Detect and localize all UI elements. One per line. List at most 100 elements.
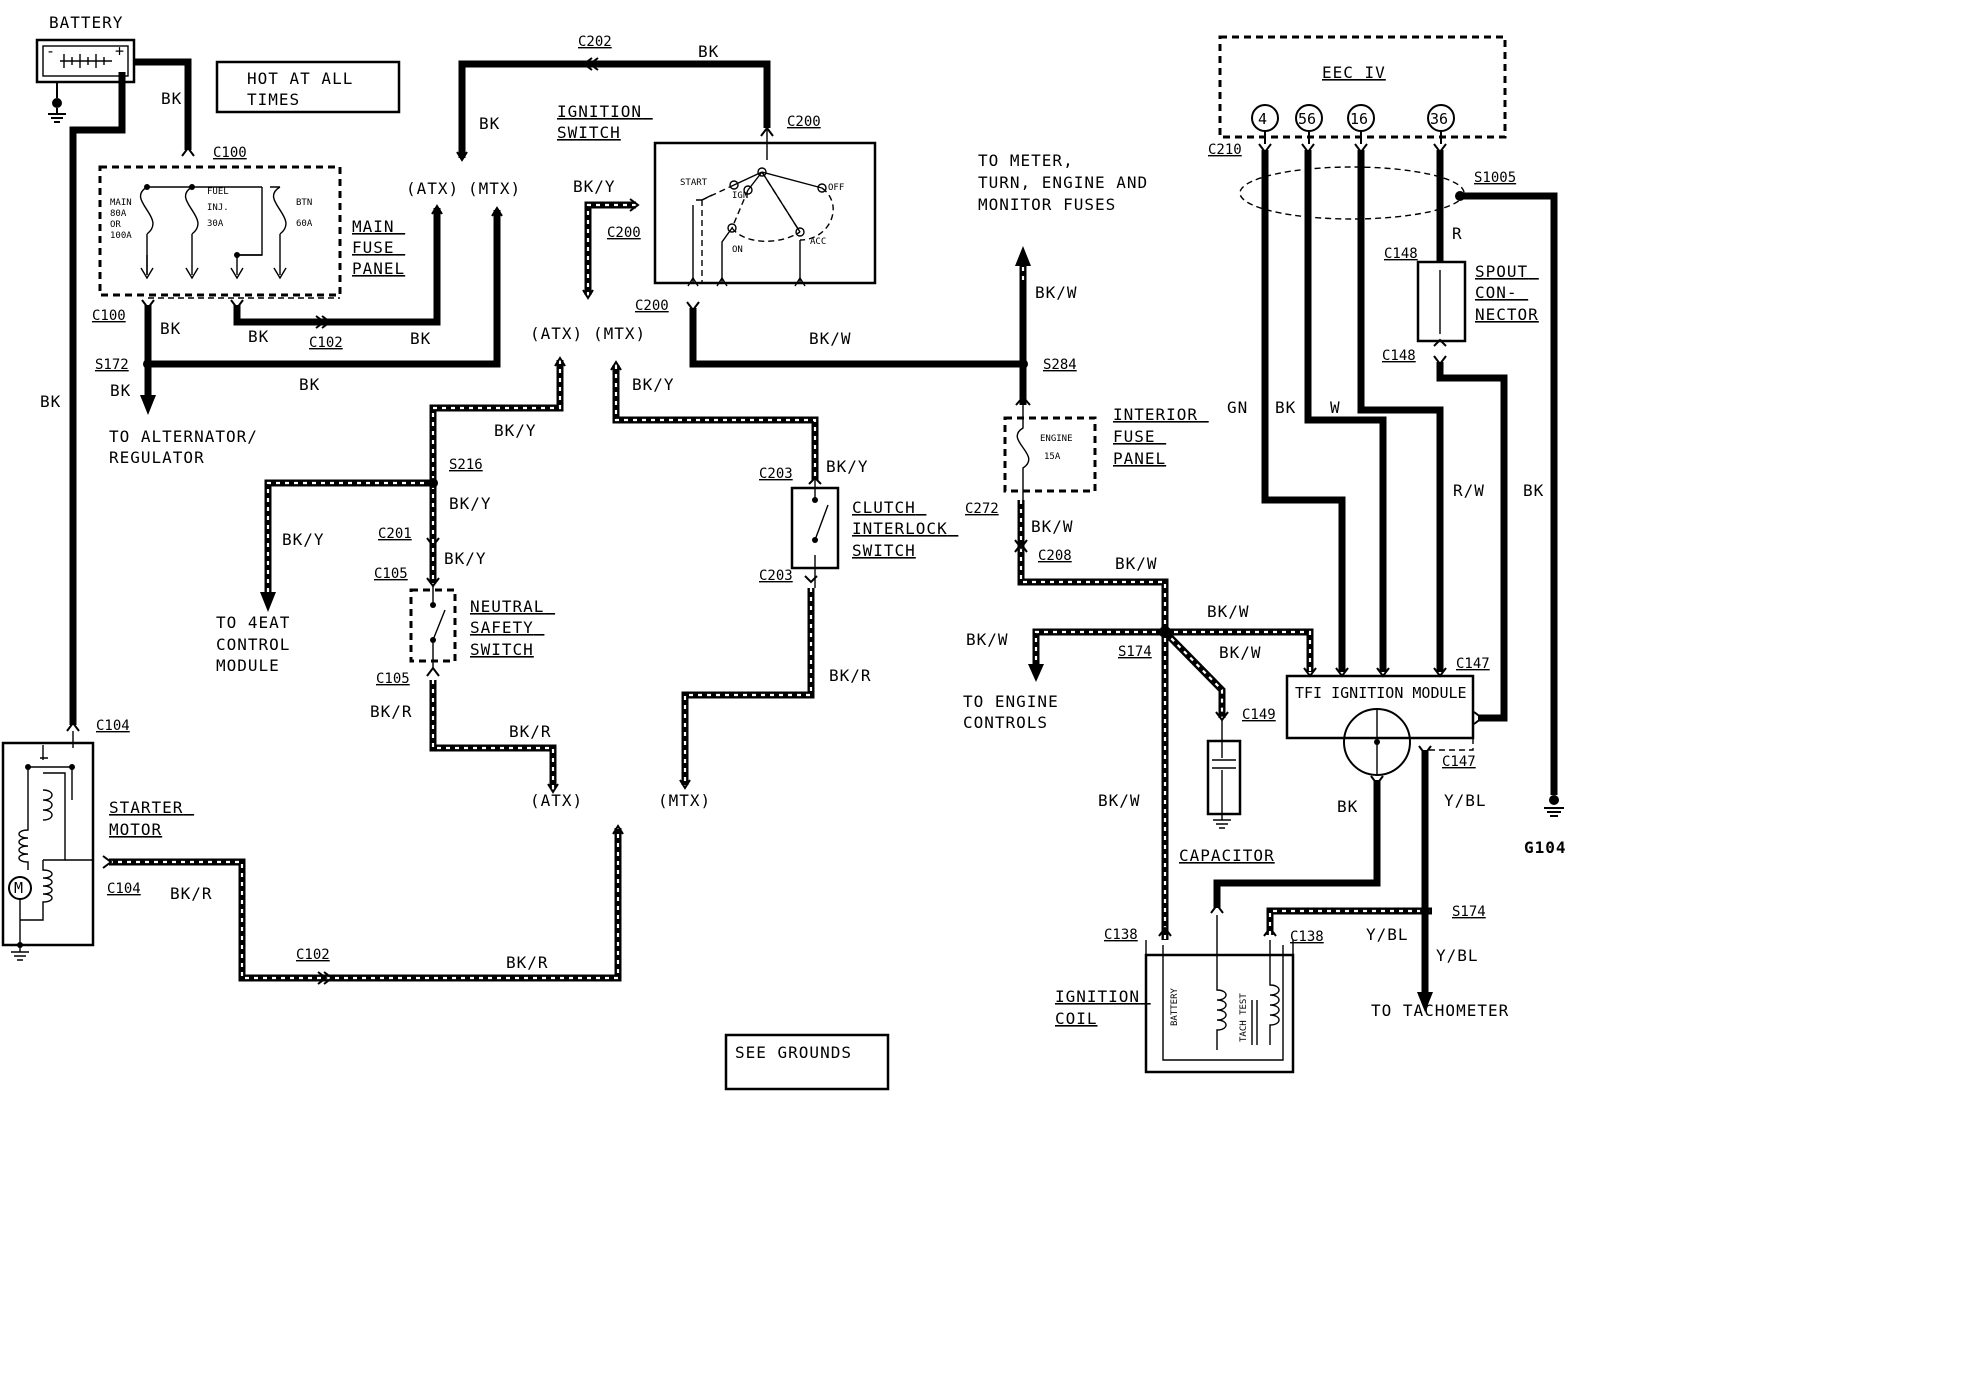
- hot-label-line2: TIMES: [247, 90, 300, 109]
- conn-c200-bottom: C200: [635, 298, 669, 314]
- mtx-middle: (MTX): [593, 324, 646, 343]
- atx-lower: (ATX): [530, 791, 583, 810]
- wire-bkw-4: BK/W: [1115, 554, 1158, 573]
- coil-tach-test-text: TACH TEST: [1239, 993, 1249, 1042]
- eec-iv-label: EEC IV: [1322, 63, 1386, 82]
- coil-battery-text: BATTERY: [1170, 987, 1180, 1026]
- mtx-upper: (MTX): [468, 179, 521, 198]
- wire-bky-2: BK/Y: [632, 375, 675, 394]
- to-4eat-label: TO 4EAT CONTROL MODULE: [216, 613, 301, 675]
- conn-c100-top: C100: [213, 145, 247, 161]
- svg-text:+: +: [115, 42, 124, 60]
- conn-c104-top: C104: [96, 718, 130, 734]
- neutral-safety-label: NEUTRAL SAFETY SWITCH: [470, 597, 555, 659]
- wire-bkr-2: BK/R: [370, 702, 413, 721]
- neutral-safety-switch: [409, 586, 457, 668]
- wire-ybl-3: Y/BL: [1436, 946, 1479, 965]
- conn-s1005: S1005: [1474, 170, 1516, 186]
- mtx-lower: (MTX): [658, 791, 711, 810]
- tfi-label: TFI IGNITION MODULE: [1295, 684, 1467, 702]
- splice-dots: [143, 191, 1465, 916]
- wire-ybl-1: Y/BL: [1444, 791, 1487, 810]
- wire-bk-eec: BK: [1275, 398, 1296, 417]
- conn-c104-bottom: C104: [107, 881, 141, 897]
- svg-text:M: M: [14, 879, 23, 897]
- to-engine-controls-label: TO ENGINE CONTROLS: [963, 692, 1069, 732]
- wire-r: R: [1452, 224, 1463, 243]
- wire-bkr-1: BK/R: [829, 666, 872, 685]
- wire-bk-8: BK: [479, 114, 500, 133]
- interior-fuse-panel-label: INTERIOR FUSE PANEL: [1113, 405, 1209, 468]
- connector-labels: C100 C100 C102 C102 S172 C104 C104 C202 …: [92, 34, 1516, 963]
- hatched-wires: [109, 201, 1432, 982]
- wire-bkr-4: BK/R: [170, 884, 213, 903]
- main-fuse-panel: [98, 165, 342, 299]
- conn-c138-left: C138: [1104, 927, 1138, 943]
- switch-on: ON: [732, 245, 743, 255]
- conn-c147-top: C147: [1456, 656, 1490, 672]
- wire-bkr-3: BK/R: [509, 722, 552, 741]
- switch-start: START: [680, 178, 708, 188]
- to-tachometer-label: TO TACHOMETER: [1371, 1001, 1509, 1020]
- ignition-wiring-diagram: - + BATTERY HOT AT ALL TIMES MAIN 80A OR…: [1, 13, 1567, 1091]
- switch-ign: IGN: [732, 191, 748, 201]
- wire-bky-6: BK/Y: [444, 549, 487, 568]
- conn-c148-top: C148: [1384, 246, 1418, 262]
- wire-bkw-3: BK/W: [1031, 517, 1074, 536]
- see-grounds-box: [724, 1033, 890, 1091]
- conn-s172: S172: [95, 357, 129, 373]
- spout-connector-label: SPOUT CON- NECTOR: [1475, 262, 1539, 324]
- wire-bkw-1: BK/W: [1035, 283, 1078, 302]
- conn-c200-top: C200: [787, 114, 821, 130]
- conn-s216: S216: [449, 457, 483, 473]
- eec-iv-module: [1218, 35, 1507, 144]
- conn-s284: S284: [1043, 357, 1077, 373]
- conn-c105-top: C105: [374, 566, 408, 582]
- shield-ellipse: [1239, 166, 1465, 220]
- conn-c203-top: C203: [759, 466, 793, 482]
- eec-pin-36: 36: [1430, 110, 1448, 128]
- wire-bkw-7: BK/W: [1219, 643, 1262, 662]
- wire-w: W: [1330, 398, 1341, 417]
- ignition-coil-label: IGNITION COIL: [1055, 987, 1151, 1028]
- ground-g104-label: G104: [1524, 838, 1567, 857]
- conn-c105-bottom: C105: [376, 671, 410, 687]
- conn-c200-left: C200: [607, 225, 641, 241]
- wire-rw: R/W: [1453, 481, 1485, 500]
- eec-pin-56: 56: [1298, 110, 1316, 128]
- clutch-interlock-switch: [790, 478, 840, 588]
- wire-bkr-5: BK/R: [506, 953, 549, 972]
- ignition-switch: [653, 128, 877, 287]
- clutch-interlock-label: CLUTCH INTERLOCK SWITCH: [852, 498, 958, 560]
- to-meter-label: TO METER, TURN, ENGINE AND MONITOR FUSES: [978, 151, 1159, 214]
- hot-at-all-times-box: [215, 60, 401, 114]
- conn-c102-bottom: C102: [296, 947, 330, 963]
- wire-bky-3: BK/Y: [494, 421, 537, 440]
- conn-c203-bottom: C203: [759, 568, 793, 584]
- battery: - +: [35, 38, 136, 123]
- conn-c201: C201: [378, 526, 412, 542]
- see-grounds-label: SEE GROUNDS: [735, 1043, 852, 1062]
- fuse-main-text: MAIN 80A OR 100A: [110, 198, 137, 241]
- wire-bk-5: BK: [410, 329, 431, 348]
- starter-motor-label: STARTER MOTOR: [109, 798, 194, 839]
- conn-c210: C210: [1208, 142, 1242, 158]
- ignition-switch-label: IGNITION SWITCH: [557, 102, 653, 142]
- capacitor-label: CAPACITOR: [1179, 846, 1275, 865]
- spout-connector: [1416, 260, 1467, 347]
- conn-c100-bottom: C100: [92, 308, 126, 324]
- eec-pin-4: 4: [1258, 110, 1267, 128]
- wire-bk-1: BK: [161, 89, 182, 108]
- svg-text:-: -: [46, 42, 55, 60]
- atx-middle: (ATX): [530, 324, 583, 343]
- ignition-coil: [1144, 915, 1295, 1074]
- wire-bky-1: BK/Y: [573, 177, 616, 196]
- switch-off: OFF: [828, 183, 844, 193]
- g104-ground: [1544, 795, 1564, 817]
- fuse-engine-text: ENGINE 15A: [1040, 434, 1078, 462]
- wire-color-labels: BK BK BK BK BK BK BK BK BK BK/Y BK/Y BK/…: [40, 42, 1544, 972]
- switch-acc: ACC: [810, 237, 826, 247]
- wire-bk-g104: BK: [1523, 481, 1544, 500]
- wire-bk-3: BK: [160, 319, 181, 338]
- conn-c202: C202: [578, 34, 612, 50]
